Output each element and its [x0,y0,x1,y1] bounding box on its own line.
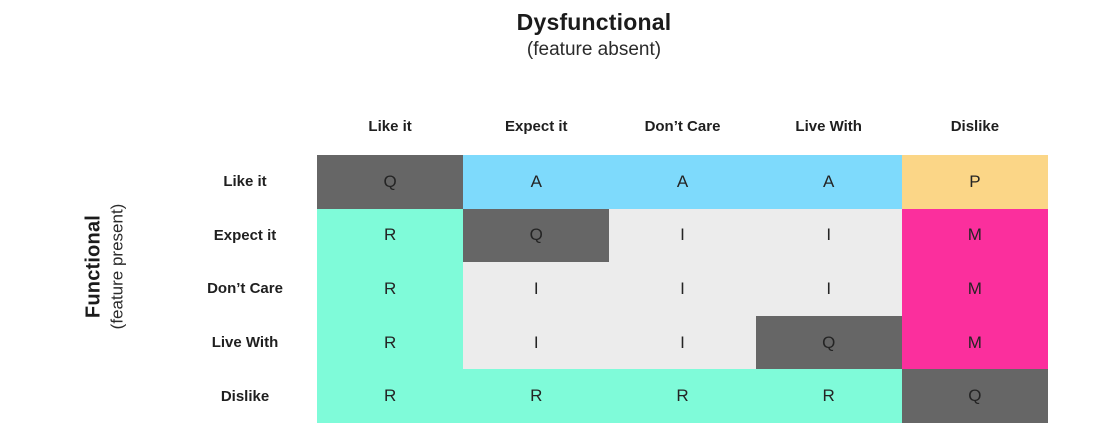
matrix-cell: Q [317,155,464,209]
row-header: Expect it [213,226,277,244]
column-header: Expect it [505,117,568,135]
matrix-cell: A [463,155,610,209]
matrix-cell: I [609,262,756,316]
dysfunctional-axis-title-group: Dysfunctional (feature absent) [140,9,1048,61]
matrix-cell: R [755,369,902,423]
matrix-cell: R [317,262,464,316]
column-header: Don’t Care [644,117,721,135]
matrix-cell: R [609,369,756,423]
matrix-cell: P [901,155,1048,209]
matrix-cell: Q [755,315,902,370]
functional-axis-title: Functional [82,214,105,319]
row-header: Like it [223,173,267,191]
matrix-cell: R [317,208,464,263]
matrix-cell: M [901,262,1048,316]
matrix-cell: A [755,155,902,209]
row-header: Don’t Care [207,280,283,298]
row-header: Live With [211,334,279,352]
matrix-cell: R [317,369,464,423]
dysfunctional-axis-title: Dysfunctional [516,9,672,35]
matrix-cell: M [901,315,1048,370]
matrix-cell: I [463,315,610,370]
column-header: Dislike [950,117,1000,135]
matrix-cell: I [463,262,610,316]
matrix-cell: M [901,208,1048,263]
matrix-cell: I [755,208,902,263]
matrix-cell: R [463,369,610,423]
functional-axis-title-group: Functional (feature present) [62,110,148,423]
matrix-cell: R [317,315,464,370]
column-header: Like it [368,117,412,135]
matrix-cell: I [755,262,902,316]
matrix-cell: I [609,315,756,370]
dysfunctional-axis-subtitle: (feature absent) [526,39,662,60]
column-headers: Like it Expect it Don’t Care Live With Disli… [317,108,1048,144]
functional-axis-subtitle: (feature present) [107,203,127,330]
matrix-cell: Q [901,369,1048,423]
matrix-cell: Q [463,208,610,263]
column-header: Live With [795,117,862,135]
row-header: Dislike [220,387,270,405]
matrix-cell: I [609,208,756,263]
matrix-cell: A [609,155,756,209]
